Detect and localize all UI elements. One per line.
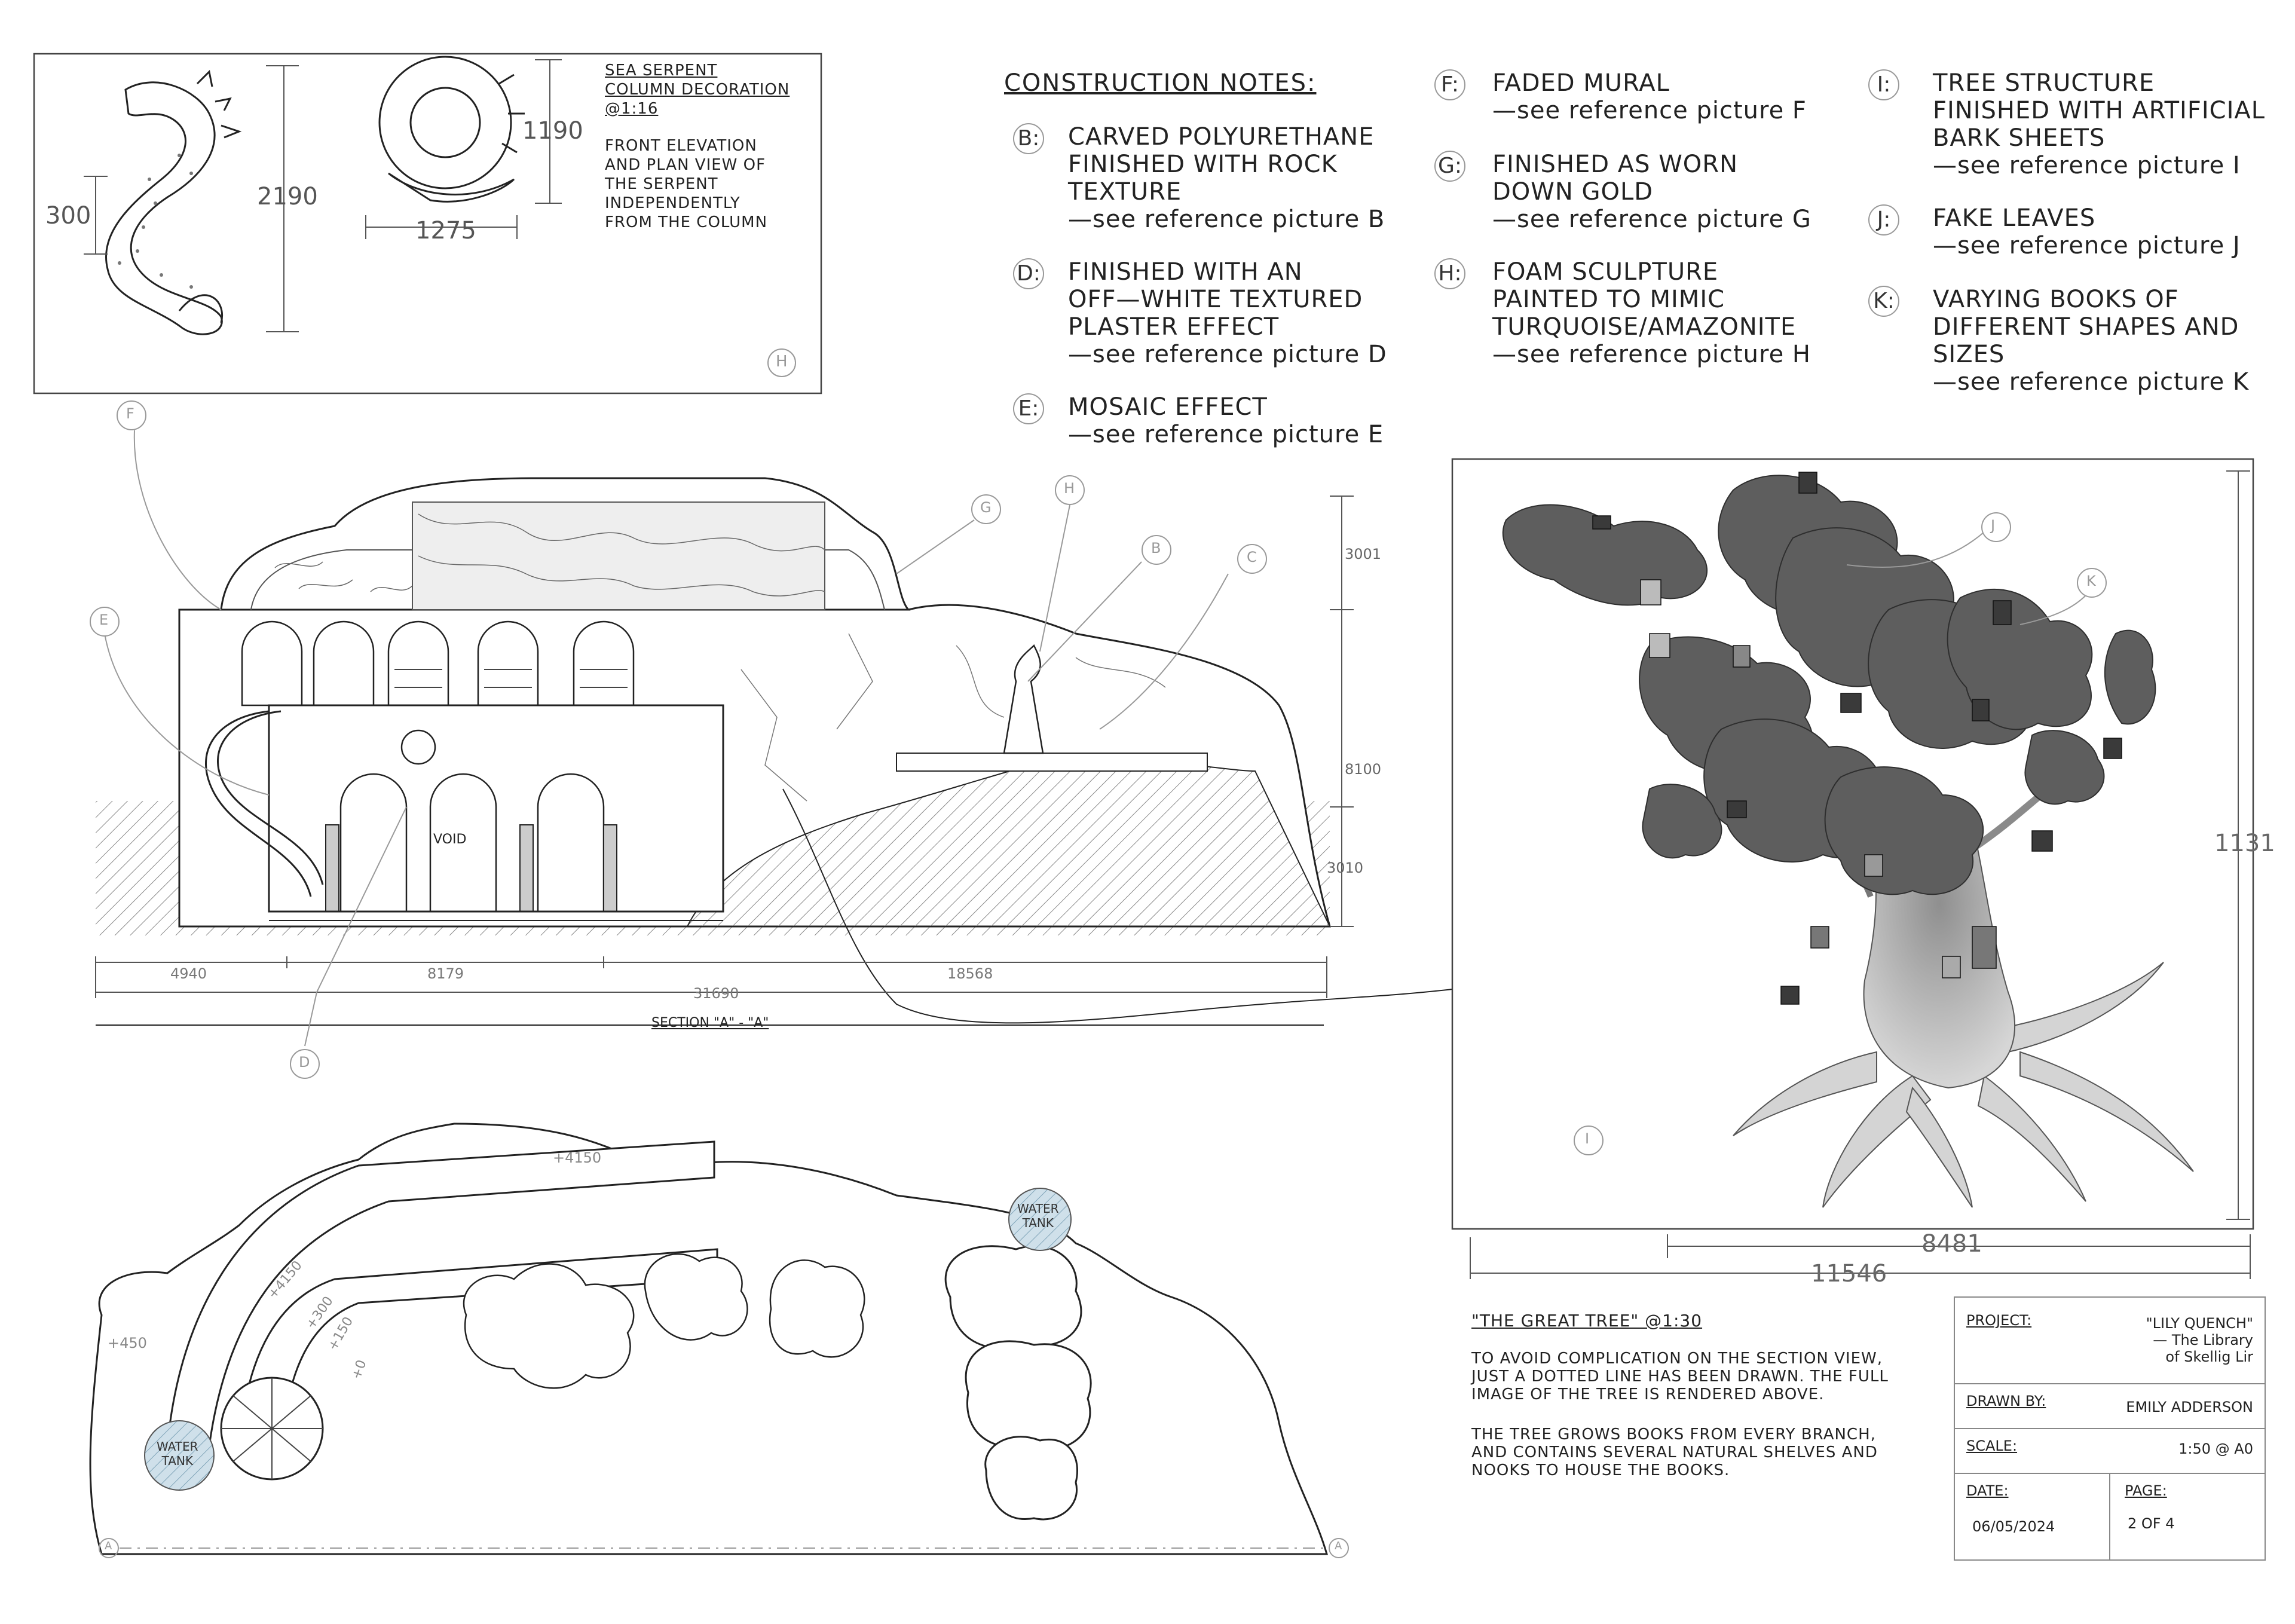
- plan-view: [89, 1123, 1704, 1558]
- callout-f: F: [126, 405, 134, 422]
- void-label: VOID: [433, 832, 467, 847]
- project-value: "LILY QUENCH" — The Library of Skellig L…: [2146, 1315, 2253, 1365]
- height-dim-mid: 8100: [1345, 761, 1382, 778]
- serpent-detail-description: FRONT ELEVATION AND PLAN VIEW OF THE SER…: [605, 137, 768, 231]
- note-k: VARYING BOOKS OF DIFFERENT SHAPES AND SI…: [1933, 286, 2250, 396]
- serpent-detail-frame: [33, 53, 822, 394]
- serpent-width-dimension: 300: [45, 202, 91, 230]
- note-key-b: B:: [1013, 123, 1044, 154]
- detail-tag-h: H: [776, 353, 788, 371]
- callout-b: B: [1151, 540, 1161, 556]
- scale-label: SCALE:: [1966, 1438, 2018, 1454]
- section-marker-left: A: [105, 1540, 112, 1552]
- serpent-height-dimension: 2190: [257, 183, 318, 210]
- note-i: TREE STRUCTURE FINISHED WITH ARTIFICIAL …: [1933, 69, 2266, 179]
- height-dim-bottom: 3010: [1327, 860, 1364, 876]
- serpent-detail-title: SEA SERPENT COLUMN DECORATION @1:16: [605, 62, 790, 118]
- bottom-dim-total: 31690: [693, 985, 739, 1002]
- note-key-g: G:: [1434, 151, 1465, 182]
- title-block-frame: [1954, 1296, 2266, 1561]
- tree-height-dimension: 1131: [2214, 830, 2275, 857]
- note-key-k: K:: [1868, 286, 1899, 317]
- bottom-dim-3: 18568: [947, 965, 993, 982]
- plan-width-dimension: 1275: [415, 217, 476, 244]
- note-g: FINISHED AS WORN DOWN GOLD —see referenc…: [1492, 151, 1811, 233]
- note-key-j: J:: [1868, 204, 1899, 236]
- bottom-dim-2: 8179: [427, 965, 464, 982]
- note-b: CARVED POLYURETHANE FINISHED WITH ROCK T…: [1068, 123, 1385, 233]
- callout-k: K: [2086, 573, 2096, 589]
- note-e: MOSAIC EFFECT —see reference picture E: [1068, 393, 1384, 448]
- section-title: SECTION "A" - "A": [651, 1016, 769, 1030]
- water-tank-label-right: WATER TANK: [1017, 1201, 1059, 1230]
- note-key-f: F:: [1434, 69, 1465, 100]
- water-tank-label-left: WATER TANK: [157, 1439, 198, 1468]
- construction-notes-heading: CONSTRUCTION NOTES:: [1004, 69, 1317, 97]
- plan-level-upper: +4150: [553, 1149, 602, 1166]
- note-key-h: H:: [1434, 258, 1465, 289]
- callout-g: G: [980, 499, 992, 516]
- tree-caption-paragraph-2: THE TREE GROWS BOOKS FROM EVERY BRANCH, …: [1471, 1426, 1878, 1479]
- callout-i: I: [1585, 1130, 1590, 1147]
- tree-caption-paragraph-1: TO AVOID COMPLICATION ON THE SECTION VIE…: [1471, 1350, 1889, 1403]
- date-label: DATE:: [1966, 1482, 2009, 1499]
- callout-e: E: [99, 611, 109, 628]
- date-value: 06/05/2024: [1972, 1518, 2055, 1535]
- section-marker-right: A: [1335, 1540, 1342, 1552]
- section-view: [90, 400, 1453, 1079]
- note-h: FOAM SCULPTURE PAINTED TO MIMIC TURQUOIS…: [1492, 258, 1811, 368]
- scale-value: 1:50 @ A0: [2178, 1441, 2253, 1457]
- page-value: 2 OF 4: [2128, 1515, 2175, 1532]
- note-key-e: E:: [1013, 393, 1044, 424]
- note-d: FINISHED WITH AN OFF—WHITE TEXTURED PLAS…: [1068, 258, 1387, 368]
- drawn-by-label: DRAWN BY:: [1966, 1393, 2046, 1409]
- callout-d: D: [299, 1054, 310, 1071]
- tree-caption-title: "THE GREAT TREE" @1:30: [1471, 1311, 1703, 1331]
- plan-height-dimension: 1190: [522, 117, 583, 145]
- page-label: PAGE:: [2125, 1482, 2167, 1499]
- bottom-dim-1: 4940: [170, 965, 207, 982]
- drawn-by-value: EMILY ADDERSON: [2126, 1399, 2253, 1415]
- plan-level-450: +450: [108, 1335, 147, 1351]
- note-key-d: D:: [1013, 258, 1044, 289]
- tree-width-dimension: 11546: [1811, 1260, 1887, 1287]
- callout-h: H: [1064, 480, 1075, 497]
- note-f: FADED MURAL —see reference picture F: [1492, 69, 1807, 124]
- project-label: PROJECT:: [1966, 1312, 2032, 1329]
- note-j: FAKE LEAVES —see reference picture J: [1933, 204, 2241, 259]
- callout-c: C: [1247, 549, 1257, 565]
- note-key-i: I:: [1868, 69, 1899, 100]
- height-dim-top: 3001: [1345, 546, 1382, 562]
- tree-render: [1451, 458, 2254, 1279]
- callout-j: J: [1991, 517, 1996, 534]
- tree-root-dimension: 8481: [1921, 1230, 1982, 1258]
